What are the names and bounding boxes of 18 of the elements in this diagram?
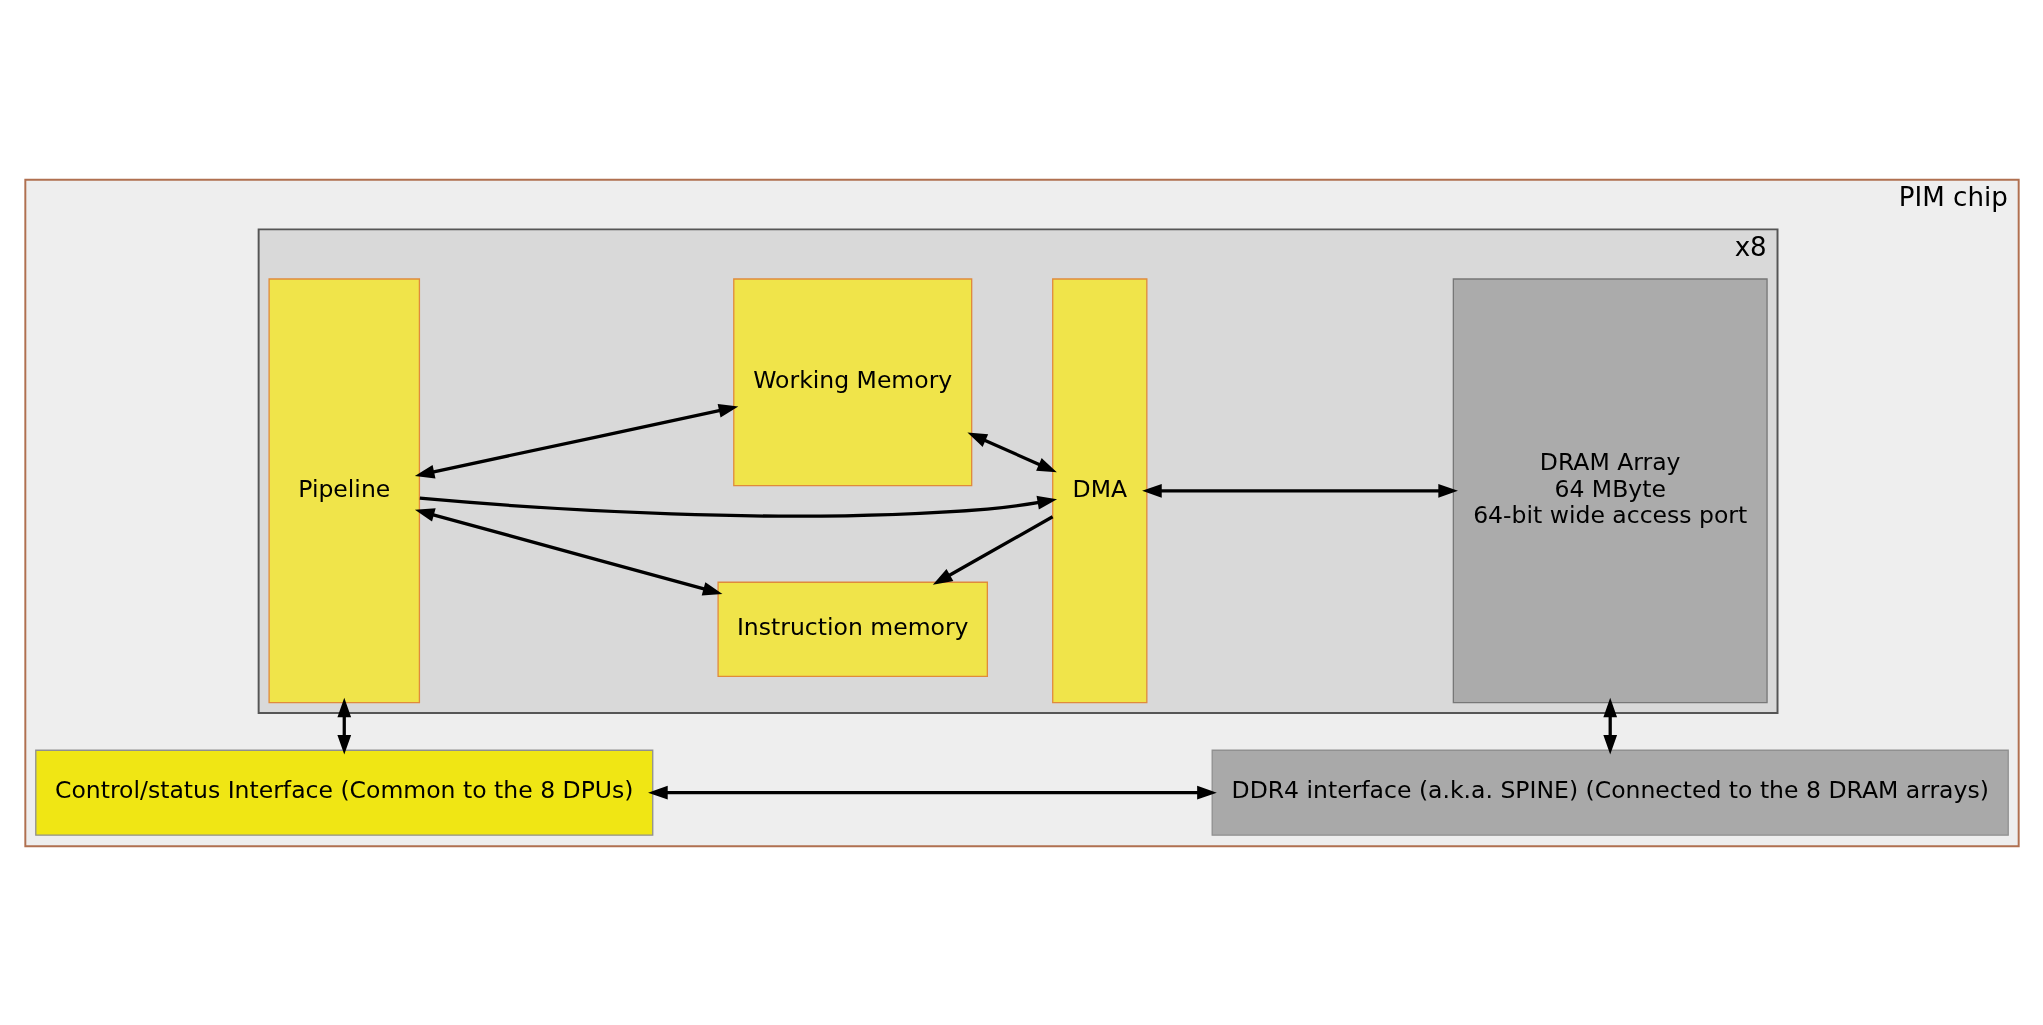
node-box: Pipeline xyxy=(267,277,420,703)
node-label: x8 xyxy=(1734,231,1767,261)
arrow xyxy=(336,697,351,755)
arrow xyxy=(966,432,1057,472)
cluster xyxy=(257,227,1778,714)
node-box: Instruction memory xyxy=(716,581,988,677)
arrow xyxy=(419,495,1057,518)
node-box: Control/status Interface (Common to the 8 DPUs) xyxy=(34,749,653,836)
node-box: DDR4 interface (a.k.a. SPINE) (Connected to the 8 DRAM arrays) xyxy=(1211,749,2009,836)
node-box: Working Memory xyxy=(732,277,972,486)
arrow xyxy=(932,514,1053,585)
node-box: DMA xyxy=(1051,277,1147,703)
arrow xyxy=(1602,697,1617,755)
arrow xyxy=(414,403,738,479)
arrow xyxy=(414,507,722,595)
node-box: DRAM Array 64 MByte 64-bit wide access port xyxy=(1452,277,1768,703)
arrow xyxy=(647,785,1217,800)
arrow xyxy=(1141,483,1458,498)
